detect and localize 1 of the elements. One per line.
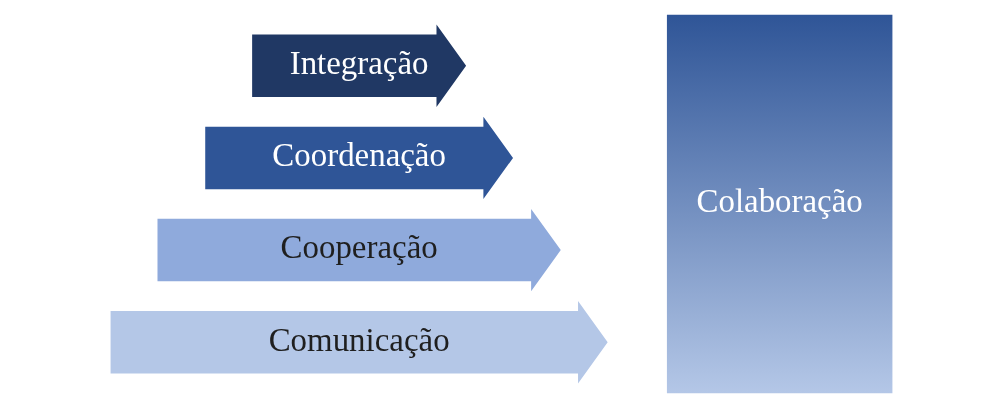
node-box: Colaboração — [666, 14, 892, 394]
